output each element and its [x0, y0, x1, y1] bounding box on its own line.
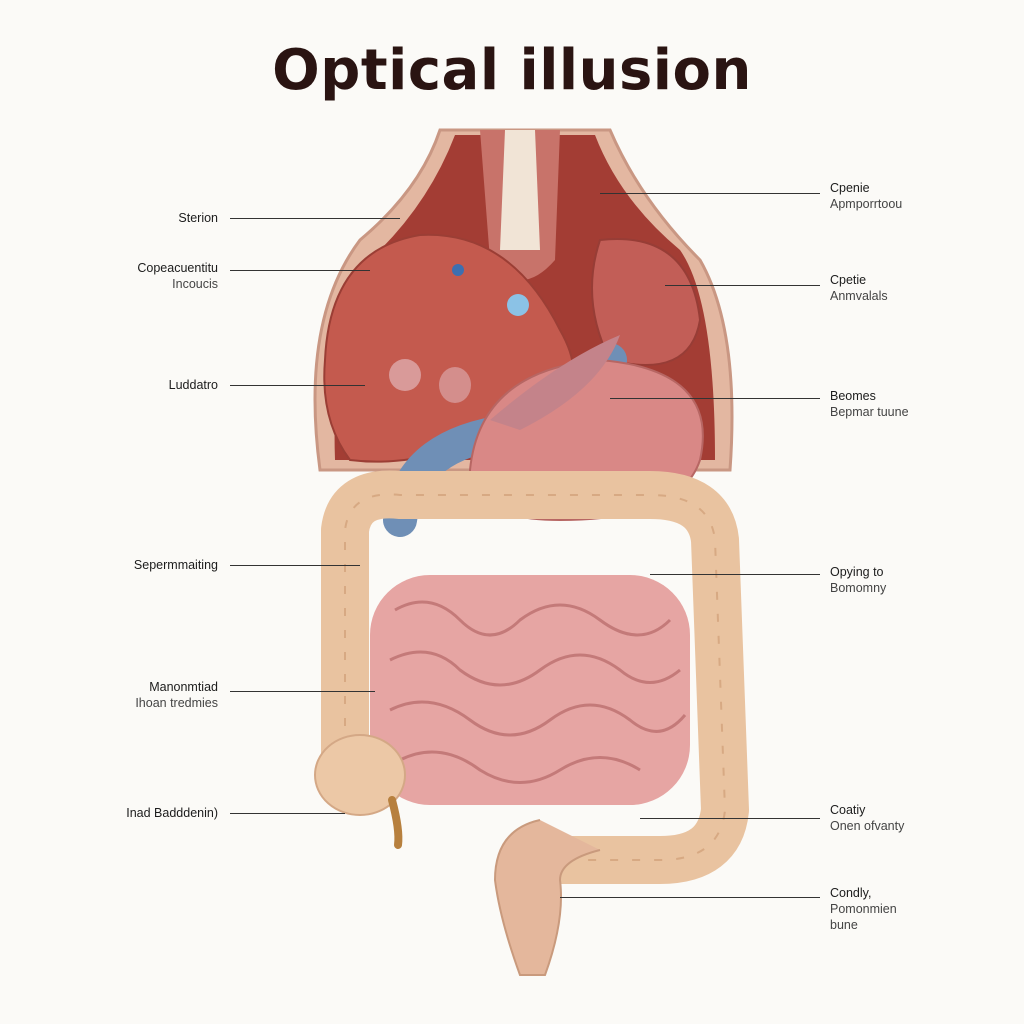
- right-label-4-line-2: Bomomny: [830, 581, 887, 595]
- left-label-3-line-1: Luddatro: [168, 378, 218, 392]
- left-leader-line-2: [230, 270, 370, 271]
- right-leader-line-6: [560, 897, 820, 898]
- right-label-1-line-2: Apmporrtoou: [830, 197, 903, 211]
- left-label-2-line-1: Copeacuentitu: [137, 261, 218, 275]
- right-leader-line-3: [610, 398, 820, 399]
- right-leader-line-2: [665, 285, 820, 286]
- appendix: [388, 796, 403, 849]
- right-label-5-line-2: Onen ofvanty: [830, 819, 905, 833]
- left-label-3: Luddatro: [169, 377, 218, 393]
- left-label-5-line-1: Manonmtiad: [149, 680, 218, 694]
- rectum: [493, 819, 601, 976]
- spleen: [591, 238, 702, 366]
- right-label-6-line-2: Pomonmien: [830, 902, 897, 916]
- right-label-1-line-1: Cpenie: [830, 181, 870, 195]
- right-label-4-line-1: Opying to: [830, 565, 884, 579]
- cecum: [314, 734, 406, 816]
- right-label-3-line-1: Beomes: [830, 389, 876, 403]
- left-leader-line-6: [230, 813, 345, 814]
- right-label-4: Opying to Bomomny: [830, 564, 886, 596]
- right-label-5-line-1: Coatiy: [830, 803, 866, 817]
- left-label-4: Sepermmaiting: [134, 557, 218, 573]
- left-label-1-line-1: Sterion: [178, 211, 218, 225]
- trachea: [500, 130, 540, 250]
- left-leader-line-5: [230, 691, 375, 692]
- right-label-3-line-2: Bepmar tuune: [830, 405, 909, 419]
- right-leader-line-5: [640, 818, 820, 819]
- left-label-2-line-2: Incoucis: [172, 277, 218, 291]
- right-leader-line-4: [650, 574, 820, 575]
- left-leader-line-4: [230, 565, 360, 566]
- right-leader-line-1: [600, 193, 820, 194]
- left-label-4-line-1: Sepermmaiting: [133, 558, 218, 572]
- pancreas: [490, 335, 620, 430]
- gallbladder-left: [389, 359, 421, 391]
- left-label-6: Inad Badddenin): [126, 805, 218, 821]
- right-label-6: Condly, Pomonmien bune: [830, 885, 897, 933]
- left-label-1: Sterion: [178, 210, 218, 226]
- vessel-node: [507, 294, 529, 316]
- right-label-6-line-1: Condly,: [830, 886, 872, 900]
- page-title: Optical illusion: [272, 38, 752, 103]
- left-label-5-line-2: Ihoan tredmies: [135, 696, 218, 710]
- right-label-2-line-2: Anmvalals: [830, 289, 888, 303]
- left-label-6-line-1: Inad Badddenin): [126, 806, 218, 820]
- left-leader-line-3: [230, 385, 365, 386]
- gallbladder-right: [439, 367, 471, 403]
- small-intestine: [370, 575, 690, 805]
- left-leader-line-1: [230, 218, 400, 219]
- right-label-2-line-1: Cpetie: [830, 273, 867, 287]
- right-label-6-line-3: bune: [830, 918, 858, 932]
